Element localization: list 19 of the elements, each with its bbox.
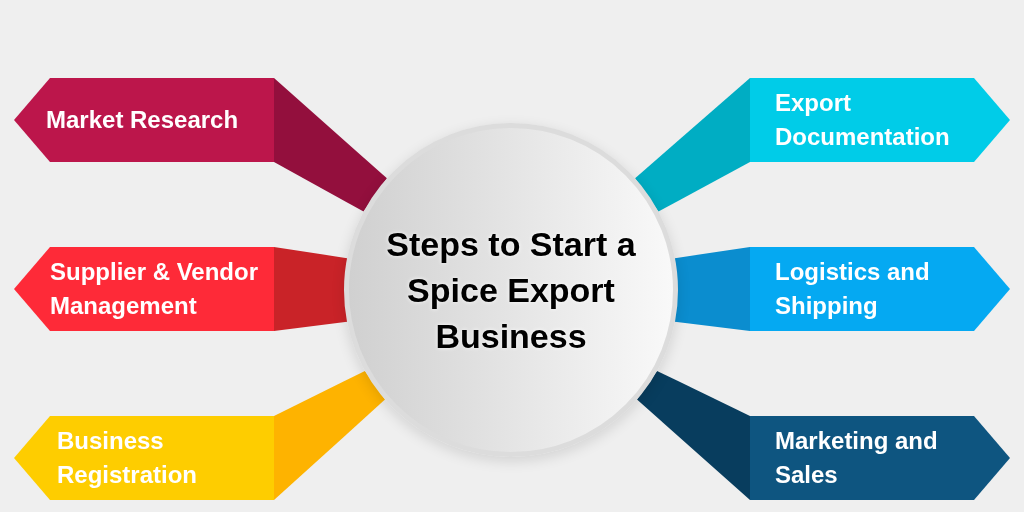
step-label: Logistics and Shipping bbox=[775, 257, 931, 321]
arrow-banner bbox=[14, 416, 274, 500]
ribbon-connector bbox=[678, 78, 750, 201]
ribbon-connector bbox=[674, 247, 750, 331]
step-label: Export Documentation bbox=[775, 88, 951, 152]
step-label: Business Registration bbox=[57, 426, 198, 490]
step-label: Marketing and Sales bbox=[775, 426, 939, 490]
arrow-banner bbox=[14, 247, 274, 331]
arrow-banner bbox=[750, 416, 1010, 500]
ribbon-connector bbox=[274, 247, 348, 331]
step-label: Market Research bbox=[46, 105, 239, 135]
arrow-banner bbox=[750, 247, 1010, 331]
arrow-banner bbox=[14, 78, 274, 162]
ribbon-connector bbox=[274, 78, 344, 201]
ribbon-connector bbox=[678, 381, 750, 500]
arrow-banner bbox=[750, 78, 1010, 162]
ribbon-connector bbox=[274, 381, 344, 500]
step-label: Supplier & Vendor Management bbox=[50, 257, 260, 321]
hub-title: Steps to Start a Spice Export Business bbox=[385, 224, 637, 357]
